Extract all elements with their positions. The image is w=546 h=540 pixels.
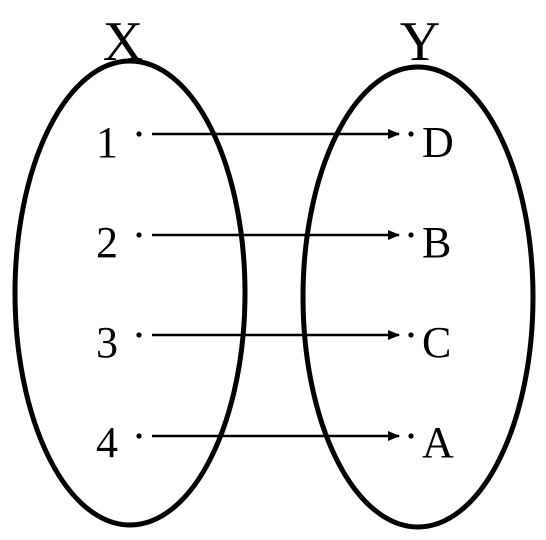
domain-element-3-dot	[136, 332, 142, 338]
codomain-element-c: C	[408, 318, 451, 367]
codomain-element-a-label: A	[422, 418, 454, 467]
codomain-element-b-dot	[408, 232, 414, 238]
domain-element-4: 4	[96, 418, 142, 467]
codomain-element-c-dot	[408, 332, 414, 338]
domain-element-1-dot	[136, 131, 142, 137]
domain-element-3: 3	[96, 318, 142, 367]
domain-element-4-dot	[136, 433, 142, 439]
codomain-element-b: B	[408, 218, 451, 267]
set-y-ellipse	[300, 64, 536, 530]
domain-element-2-dot	[136, 232, 142, 238]
codomain-element-a-dot	[408, 433, 414, 439]
codomain-element-d: D	[408, 118, 454, 167]
domain-element-2: 2	[96, 218, 142, 267]
codomain-element-c-label: C	[422, 318, 451, 367]
domain-element-2-label: 2	[96, 218, 118, 267]
domain-element-1: 1	[96, 118, 142, 167]
set-x-ellipse	[12, 58, 248, 528]
codomain-element-a: A	[408, 418, 454, 467]
domain-element-1-label: 1	[96, 118, 118, 167]
codomain-element-d-label: D	[422, 118, 454, 167]
domain-element-3-label: 3	[96, 318, 118, 367]
codomain-element-d-dot	[408, 131, 414, 137]
set-x-label: X	[103, 11, 143, 73]
set-y-label: Y	[400, 11, 440, 73]
domain-element-4-label: 4	[96, 418, 118, 467]
codomain-element-b-label: B	[422, 218, 451, 267]
